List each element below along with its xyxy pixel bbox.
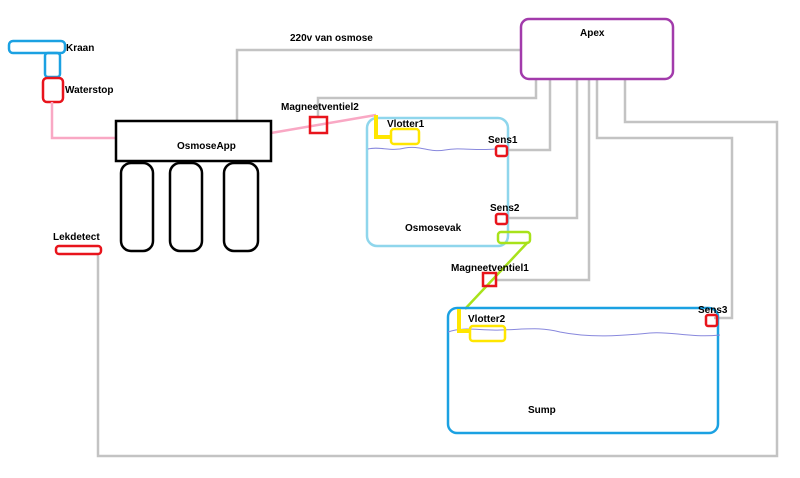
waterstop-label: Waterstop: [65, 85, 114, 96]
vlotter1-arm: [374, 115, 391, 139]
sens2-wire: [506, 80, 579, 220]
sens1[interactable]: Sens1: [488, 135, 518, 158]
power-wire: [235, 48, 522, 120]
water-pipe-out: [270, 113, 377, 135]
sump-shape: [446, 306, 720, 435]
sump-tank[interactable]: Sump: [446, 306, 721, 435]
sens2[interactable]: Sens2: [490, 203, 520, 226]
filter-canister-1: [119, 161, 155, 253]
magneetventiel1-label: Magneetventiel1: [451, 263, 529, 274]
sens3[interactable]: Sens3: [698, 305, 728, 328]
osmose-app[interactable]: OsmoseApp: [114, 119, 273, 253]
waterstop-shape: [41, 76, 65, 104]
vlotter1-float: [389, 127, 421, 146]
valve1-shape: [481, 271, 498, 288]
apex-box: [519, 17, 675, 81]
lekdetect-shape: [54, 244, 103, 256]
lekdetect-wire: [96, 80, 779, 458]
water-pipe-in: [50, 102, 116, 140]
osmoseapp-label: OsmoseApp: [177, 141, 236, 152]
tap-stem-shape: [43, 51, 62, 79]
sump-water-level: [447, 328, 721, 337]
kraan[interactable]: Kraan: [7, 39, 94, 79]
magneetventiel1-wire: [496, 80, 591, 282]
sens3-shape: [704, 313, 719, 328]
vlotter1[interactable]: Vlotter1: [374, 115, 425, 146]
sens3-label: Sens3: [698, 305, 728, 316]
lekdetect-label: Lekdetect: [53, 232, 100, 243]
apex-controller[interactable]: Apex: [519, 17, 675, 81]
waterstop[interactable]: Waterstop: [41, 76, 114, 104]
lekdetect[interactable]: Lekdetect: [53, 232, 103, 256]
osmosevak-water-level: [367, 146, 496, 152]
control-wires: [96, 48, 779, 458]
filter-canister-3: [222, 161, 260, 253]
ro-unit-body: [114, 119, 273, 163]
vlotter2-label: Vlotter2: [468, 314, 506, 325]
sens3-wire: [595, 80, 734, 320]
vlotter2-float: [468, 324, 507, 343]
magneetventiel2-label: Magneetventiel2: [281, 102, 359, 113]
sens1-shape: [494, 144, 509, 158]
sens1-wire: [506, 80, 552, 152]
kraan-label: Kraan: [66, 43, 94, 54]
vlotter2-arm: [457, 309, 470, 333]
sens2-shape: [494, 212, 509, 226]
filter-canister-2: [168, 161, 204, 253]
valve2-shape: [308, 115, 329, 135]
vlotter1-label: Vlotter1: [387, 119, 425, 130]
sens1-label: Sens1: [488, 135, 518, 146]
osmosevak-tank[interactable]: Osmosevak: [365, 116, 510, 248]
magneetventiel2-wire: [316, 80, 538, 118]
osmosevak-shape: [365, 116, 510, 248]
vlotter2[interactable]: Vlotter2: [457, 309, 507, 343]
sump-label: Sump: [528, 405, 556, 416]
tap-handle-shape: [7, 39, 67, 55]
osmosevak-label: Osmosevak: [405, 223, 462, 234]
apex-label: Apex: [580, 28, 605, 39]
green-pipe-outlet: [496, 230, 532, 245]
magneetventiel2[interactable]: Magneetventiel2: [281, 102, 359, 135]
sens2-label: Sens2: [490, 203, 520, 214]
magneetventiel1[interactable]: Magneetventiel1: [451, 263, 529, 288]
power-label: 220v van osmose: [290, 33, 373, 44]
